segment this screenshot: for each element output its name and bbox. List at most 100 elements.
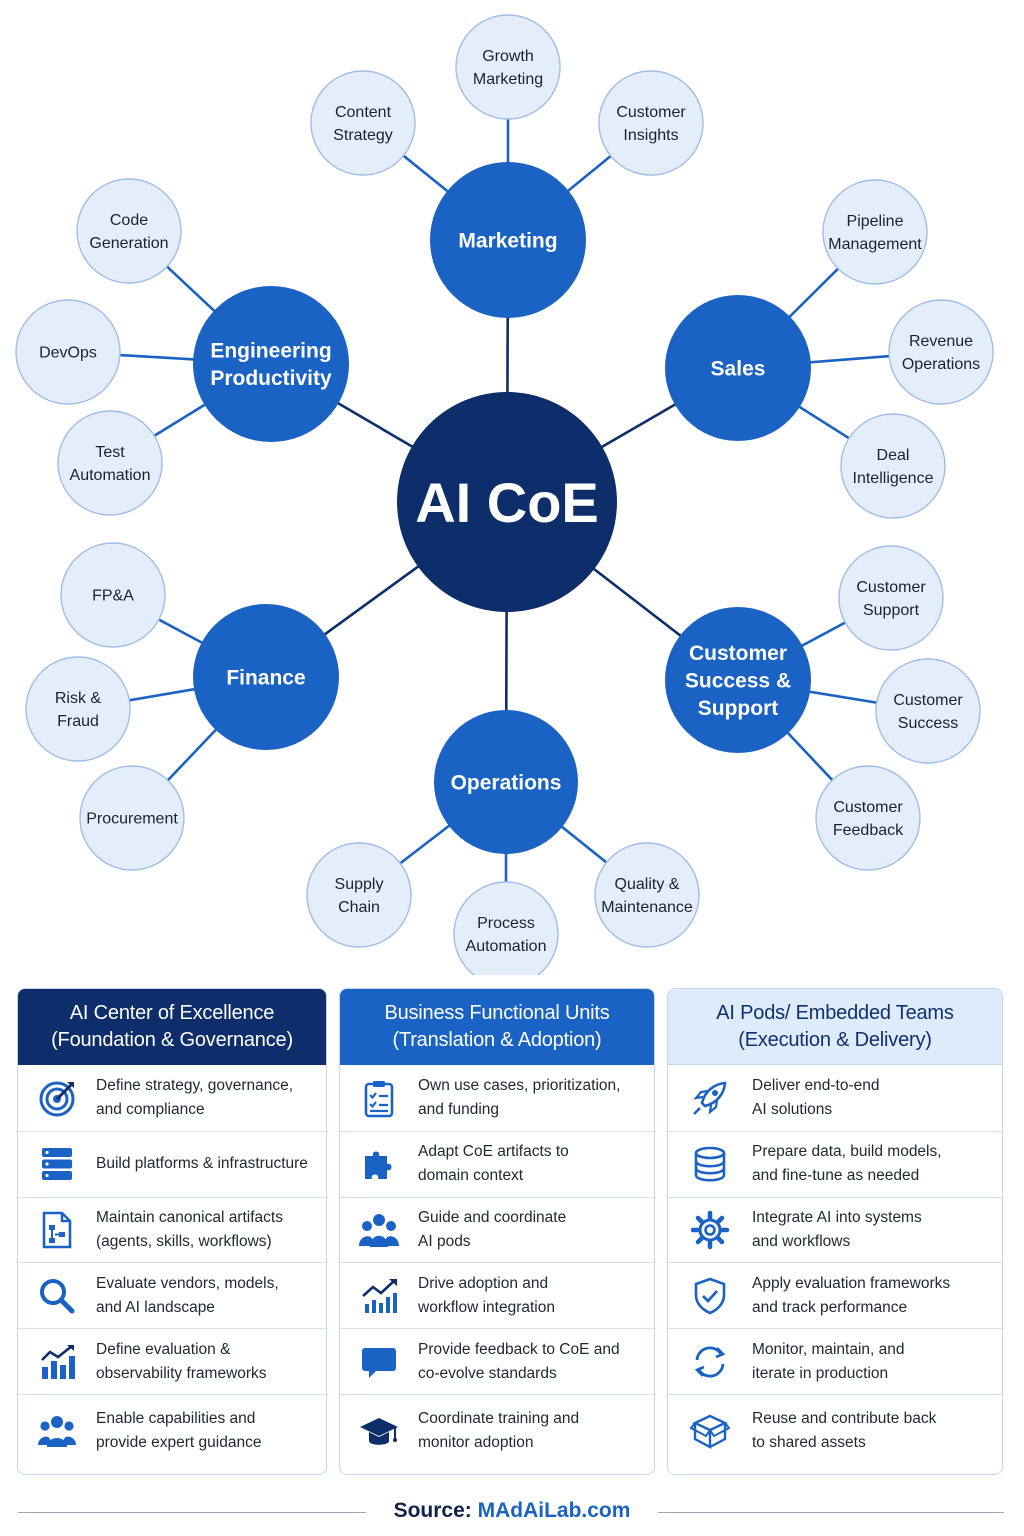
row-text-line: Guide and coordinate bbox=[418, 1208, 567, 1226]
spoke-node: FP&A bbox=[60, 542, 166, 648]
shield-check-icon bbox=[668, 1276, 752, 1316]
row-text-line: Maintain canonical artifacts bbox=[96, 1208, 283, 1226]
spoke-label-line: Content bbox=[335, 104, 392, 121]
row-text: Prepare data, build models,and fine-tune… bbox=[752, 1140, 950, 1188]
row-text-line: and fine-tune as needed bbox=[752, 1167, 920, 1185]
spoke-circle bbox=[453, 881, 559, 975]
growth-chart-icon bbox=[340, 1276, 418, 1316]
row-text: Define evaluation &observability framewo… bbox=[96, 1338, 275, 1386]
spoke-node: Quality &Maintenance bbox=[594, 842, 700, 948]
coe-title-line-1: AI Center of Excellence bbox=[69, 1002, 275, 1024]
graduation-cap-icon bbox=[340, 1411, 418, 1451]
center-circle bbox=[397, 392, 617, 612]
hub-marketing: Marketing bbox=[430, 162, 586, 318]
source-label: Source: bbox=[393, 1499, 472, 1522]
hub-sales: Sales bbox=[665, 295, 811, 441]
row-text-line: Adapt CoE artifacts to bbox=[418, 1143, 569, 1161]
table-row: Maintain canonical artifacts(agents, ski… bbox=[18, 1196, 326, 1263]
table-row: Evaluate vendors, models,and AI landscap… bbox=[18, 1262, 326, 1328]
spoke-circle bbox=[455, 14, 561, 120]
hub-finance: Finance bbox=[193, 604, 339, 750]
spoke-label-line: Success bbox=[898, 715, 958, 732]
spoke-label-line: Growth bbox=[482, 48, 534, 65]
spoke-node: Risk &Fraud bbox=[25, 656, 131, 762]
row-text: Build platforms & infrastructure bbox=[96, 1152, 316, 1176]
search-icon bbox=[18, 1276, 96, 1316]
table-row: Own use cases, prioritization,and fundin… bbox=[340, 1065, 654, 1131]
hub-label-line: Marketing bbox=[458, 229, 557, 252]
rocket-icon bbox=[668, 1078, 752, 1118]
table-row: Define strategy, governance,and complian… bbox=[18, 1065, 326, 1131]
spoke-circle bbox=[57, 410, 163, 516]
spoke-circle bbox=[76, 178, 182, 284]
spoke-label: Risk &Fraud bbox=[55, 690, 102, 730]
spoke-label: Procurement bbox=[86, 811, 178, 828]
spoke-circle bbox=[25, 656, 131, 762]
row-text-line: AI pods bbox=[418, 1232, 471, 1250]
spoke-circle bbox=[79, 765, 185, 871]
ai-pods-title-line-2: (Execution & Delivery) bbox=[738, 1028, 932, 1051]
coe-panel-title: AI Center of Excellence (Foundation & Go… bbox=[18, 989, 326, 1065]
row-text-line: Integrate AI into systems bbox=[752, 1208, 922, 1226]
table-row: Build platforms & infrastructure bbox=[18, 1130, 326, 1197]
spoke-label-line: Deal bbox=[877, 447, 910, 464]
hub-label: Marketing bbox=[458, 229, 557, 252]
spoke-label-line: Management bbox=[828, 236, 922, 253]
spoke-label-line: Insights bbox=[623, 127, 678, 144]
row-text: Own use cases, prioritization,and fundin… bbox=[418, 1074, 628, 1122]
row-text-line: and track performance bbox=[752, 1298, 908, 1316]
hub-circle bbox=[434, 710, 578, 854]
hub-label: Operations bbox=[451, 771, 562, 794]
hub-circle bbox=[665, 295, 811, 441]
hub-circle bbox=[193, 604, 339, 750]
spoke-label-line: Fraud bbox=[57, 713, 99, 730]
row-text-line: Own use cases, prioritization, bbox=[418, 1076, 621, 1094]
row-text-line: Monitor, maintain, and bbox=[752, 1340, 905, 1358]
spoke-label-line: Customer bbox=[893, 692, 963, 709]
table-row: Guide and coordinate AI pods bbox=[340, 1196, 654, 1263]
hub-operations: Operations bbox=[434, 710, 578, 854]
spoke-label-line: Quality & bbox=[615, 876, 680, 893]
row-text-line: Deliver end-to-end bbox=[752, 1076, 880, 1094]
spoke-label-line: Chain bbox=[338, 899, 380, 916]
team-icon bbox=[340, 1210, 418, 1250]
database-icon bbox=[668, 1144, 752, 1184]
source-credit: Source: MAdAiLab.com bbox=[0, 1499, 1024, 1523]
spoke-circle bbox=[60, 542, 166, 648]
boxes-icon bbox=[668, 1411, 752, 1451]
row-text: Maintain canonical artifacts(agents, ski… bbox=[96, 1206, 291, 1254]
chat-bubble-icon bbox=[340, 1342, 418, 1382]
spoke-label-line: Support bbox=[863, 602, 920, 619]
business-units-panel-title: Business Functional Units (Translation &… bbox=[340, 989, 654, 1065]
row-text-line: Apply evaluation frameworks bbox=[752, 1274, 951, 1292]
source-site-link[interactable]: MAdAiLab.com bbox=[477, 1499, 631, 1522]
bar-chart-trend-icon bbox=[18, 1342, 96, 1382]
spoke-label-line: Customer bbox=[833, 799, 903, 816]
row-text-line: and compliance bbox=[96, 1100, 205, 1118]
footer-rule-left bbox=[18, 1512, 366, 1513]
spoke-label-line: Customer bbox=[856, 579, 926, 596]
spoke-circle bbox=[594, 842, 700, 948]
